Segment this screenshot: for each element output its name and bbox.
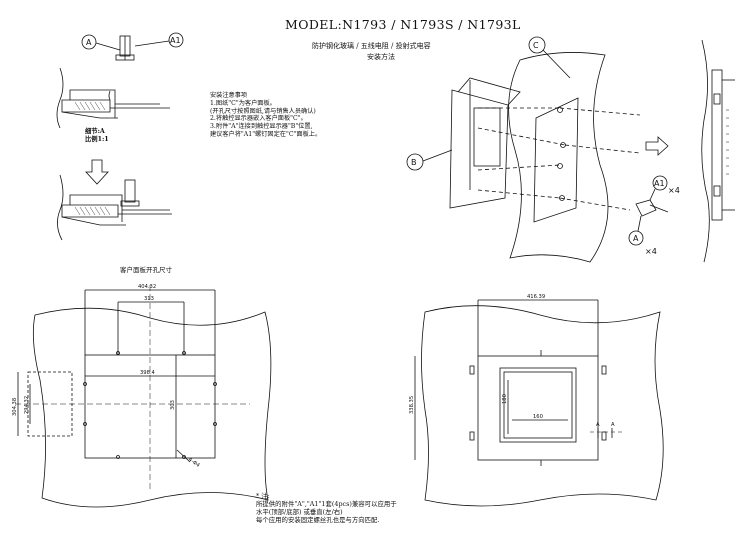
subtitle-types: 防护钢化玻璃 / 五线电阻 / 投射式电容 bbox=[312, 42, 431, 50]
dim-cutout-height-inner: 294.32 bbox=[24, 396, 30, 414]
detail-label-line1: 细节:A bbox=[85, 128, 105, 135]
bracket-detail-after bbox=[57, 174, 172, 241]
dim-display-inner-w: 160 bbox=[533, 414, 543, 420]
callout-c-label: C bbox=[533, 41, 539, 50]
bottom-note-line-2: 水平(顶部/底部) 或垂直(左/右) bbox=[256, 508, 343, 516]
callout-a1-label-2: A1 bbox=[654, 179, 665, 188]
down-arrow bbox=[85, 159, 109, 185]
panel-cutout-drawing bbox=[15, 285, 272, 508]
install-note-3: 2.将触控显示器嵌入客户面板"C"。 bbox=[210, 115, 307, 123]
install-note-4: 3.附件"A"连接到触控显示器"B"位置, bbox=[210, 123, 313, 130]
dim-cutout-height-outer: 304.38 bbox=[12, 398, 18, 416]
dim-cutout-opening-height: 303 bbox=[170, 400, 176, 410]
bottom-note: * 注: 所提供的附件"A","A1"1套(4pcs)兼容可以应用于 水平(顶部… bbox=[256, 492, 397, 524]
bottom-note-line-3: 每个应用的安装固定螺丝孔也是与方向匹配. bbox=[256, 516, 380, 524]
callout-b-label: B bbox=[411, 158, 417, 167]
section-mark-right: A bbox=[611, 422, 615, 428]
display-front-view bbox=[414, 299, 664, 507]
install-note-5: 建议客户将"A1"螺钉固定在"C"面板上。 bbox=[210, 130, 322, 138]
bottom-note-line-1: 所提供的附件"A","A1"1套(4pcs)兼容可以应用于 bbox=[256, 500, 397, 508]
cutout-title: 客户面板开孔尺寸 bbox=[120, 266, 172, 274]
dim-cutout-opening-width: 398.4 bbox=[140, 370, 156, 376]
qty-a: ×4 bbox=[645, 247, 657, 256]
detail-label-line2: 比例1:1 bbox=[85, 135, 109, 143]
callout-a-label: A bbox=[86, 38, 92, 47]
detail-label: 细节:A 比例1:1 bbox=[85, 128, 109, 144]
install-note-2: (开孔尺寸按照图纸,请与销售人员确认) bbox=[210, 107, 316, 115]
dim-cutout-width: 404.32 bbox=[138, 284, 156, 290]
bottom-note-star: * 注: bbox=[256, 492, 270, 500]
page-title: MODEL:N1793 / N1793S / N1793L bbox=[285, 17, 521, 32]
dim-display-inner-h: 180 bbox=[502, 394, 508, 404]
dim-hole-note: 4-Φ4 bbox=[187, 457, 201, 470]
dim-display-width: 416.39 bbox=[527, 294, 545, 300]
install-notes-heading: 安装注意事项 bbox=[210, 92, 248, 99]
subtitle-method: 安装方法 bbox=[367, 53, 395, 61]
qty-a1: ×4 bbox=[668, 186, 680, 195]
callout-a-label-2: A bbox=[633, 234, 639, 243]
dim-cutout-inner-width: 313 bbox=[144, 296, 154, 302]
install-note-1: 1.图纸"C"为客户面板。 bbox=[210, 99, 276, 107]
exploded-assembly bbox=[406, 36, 735, 263]
callout-a1-label: A1 bbox=[170, 36, 181, 45]
install-notes: 安装注意事项 1.图纸"C"为客户面板。 (开孔尺寸按照图纸,请与销售人员确认)… bbox=[210, 92, 321, 139]
bracket-detail-before bbox=[56, 32, 184, 129]
section-mark-left: A bbox=[596, 422, 600, 428]
dim-display-height: 338.35 bbox=[409, 396, 415, 414]
